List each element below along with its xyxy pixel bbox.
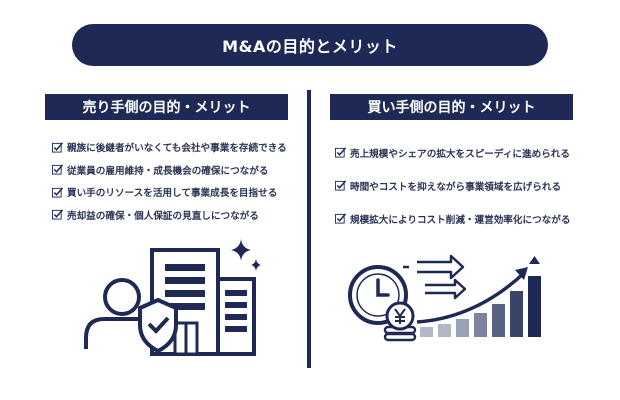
speed-arrows-icon [403,254,467,300]
checkbox-icon [335,213,346,224]
list-item-text: 親族に後継者がいなくても会社や事業を存続できる [67,143,287,155]
list-item: 買い手のリソースを活用して事業成長を目指せる [52,181,302,204]
list-item-text: 売却益の確保・個人保証の見直しにつながる [67,210,259,222]
checkbox-icon [52,164,63,175]
list-item-text: 規模拡大によりコスト削減・運営効率化につながる [350,214,571,226]
buyer-benefit-list: 売上規模やシェアの拡大をスピーディに進められる 時間やコストを抑えながら事業領域… [335,136,585,235]
seller-illustration [84,239,261,356]
list-item: 売却益の確保・個人保証の見直しにつながる [52,204,302,227]
list-item-text: 時間やコストを抑えながら事業領域を広げられる [350,181,562,193]
seller-benefit-list: 親族に後継者がいなくても会社や事業を存続できる 従業員の雇用維持・成長機会の確保… [52,136,302,226]
list-item: 売上規模やシェアの拡大をスピーディに進められる [335,136,585,169]
buyer-illustration [348,254,541,342]
checkbox-icon [52,187,63,198]
list-item-text: 売上規模やシェアの拡大をスピーディに進められる [350,148,570,160]
center-divider [307,90,311,368]
list-item: 時間やコストを抑えながら事業領域を広げられる [335,169,585,202]
checkbox-icon [52,209,63,220]
seller-section-title: 売り手側の目的・メリット [45,94,288,120]
list-item-text: 従業員の雇用維持・成長機会の確保につながる [67,165,269,177]
list-item: 規模拡大によりコスト削減・運営効率化につながる [335,202,585,235]
list-item: 従業員の雇用維持・成長機会の確保につながる [52,159,302,182]
buyer-section-title: 買い手側の目的・メリット [330,94,573,120]
list-item-text: 買い手のリソースを活用して事業成長を目指せる [67,188,278,200]
checkbox-icon [335,147,346,158]
checkbox-icon [52,142,63,153]
yen-coin-icon [383,301,417,342]
checkbox-icon [335,180,346,191]
sparkle-icon [231,239,261,271]
shield-check-icon [138,297,178,354]
list-item: 親族に後継者がいなくても会社や事業を存続できる [52,136,302,159]
growth-bar-chart-icon [416,256,541,337]
page-title: M&Aの目的とメリット [72,24,548,66]
